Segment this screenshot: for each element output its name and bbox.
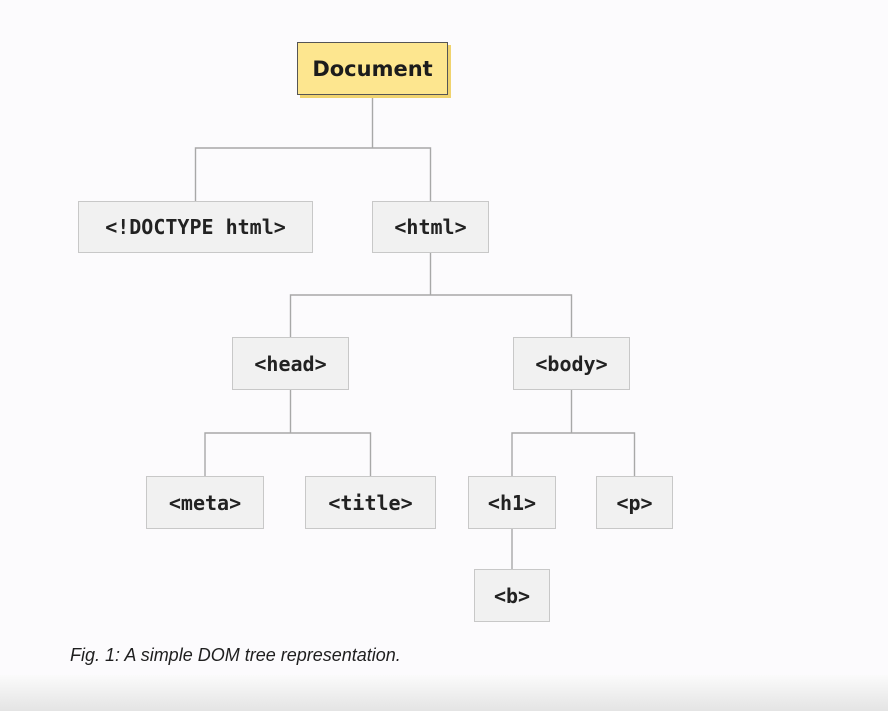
footer-band bbox=[0, 675, 888, 711]
node-p: <p> bbox=[596, 476, 673, 529]
connector-document bbox=[194, 95, 432, 201]
node-doctype: <!DOCTYPE html> bbox=[78, 201, 313, 253]
figure-caption: Fig. 1: A simple DOM tree representation… bbox=[70, 645, 401, 665]
connector-html bbox=[289, 253, 573, 337]
node-body: <body> bbox=[513, 337, 630, 390]
node-head: <head> bbox=[232, 337, 349, 390]
node-title: <title> bbox=[305, 476, 436, 529]
dom-tree-diagram: Document <!DOCTYPE html> <html> <head> <… bbox=[78, 42, 673, 622]
tree-connectors bbox=[194, 95, 636, 569]
connector-body bbox=[511, 390, 636, 476]
node-h1: <h1> bbox=[468, 476, 556, 529]
node-html: <html> bbox=[372, 201, 489, 253]
node-document: Document bbox=[297, 42, 448, 95]
node-b: <b> bbox=[474, 569, 550, 622]
node-meta: <meta> bbox=[146, 476, 264, 529]
connector-head bbox=[204, 390, 372, 476]
